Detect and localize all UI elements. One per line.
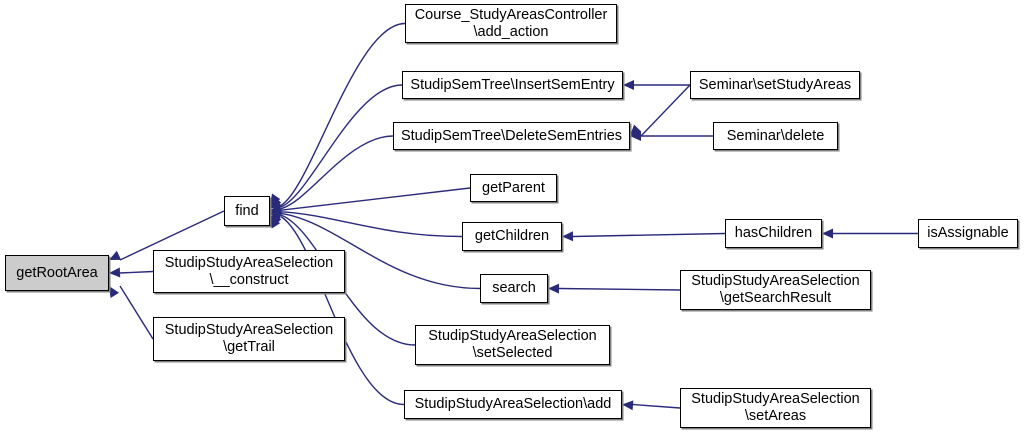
graph-node-getparent[interactable]: getParent [470,174,557,202]
edge-setstudyareas-to-deletesementries-arrowhead [630,124,642,136]
edge-gettrail-to-getrootarea-line [119,285,154,340]
graph-node-add_action[interactable]: Course_StudyAreasController \add_action [405,4,617,43]
edge-getsearchresult-to-search-arrowhead [548,283,560,294]
graph-node-setstudyareas[interactable]: Seminar\setStudyAreas [690,71,860,99]
graph-node-seminardelete[interactable]: Seminar\delete [713,122,838,150]
edge-setstudyareas-to-insertsementry-arrowhead [623,80,634,90]
graph-node-gettrail[interactable]: StudipStudyAreaSelection \getTrail [153,317,345,361]
edge-seminardelete-to-deletesementries-arrowhead [630,131,641,141]
edge-add-to-find-line [280,216,405,406]
graph-node-setareas[interactable]: StudipStudyAreaSelection \setAreas [680,388,871,428]
edge-isassignable-to-haschildren-arrowhead [822,228,833,239]
graph-node-getchildren[interactable]: getChildren [462,222,562,251]
edge-addaction-to-find-line [280,22,406,207]
edge-deletesementries-to-find-line [280,135,394,210]
graph-node-setselected[interactable]: StudipStudyAreaSelection \setSelected [415,325,610,365]
edge-haschildren-to-getchildren-arrowhead [562,231,574,242]
graph-node-search[interactable]: search [480,274,548,303]
graph-node-haschildren[interactable]: hasChildren [725,219,822,248]
graph-node-isassignable[interactable]: isAssignable [918,219,1018,248]
edge-construct-to-getrootarea-arrowhead [109,267,121,278]
edge-haschildren-to-getchildren-line [572,232,726,238]
edge-search-to-find-line [280,212,481,290]
graph-node-getrootarea[interactable]: getRootArea [5,255,109,291]
edge-find-to-getrootarea-line [119,210,225,261]
edge-setstudyareas-to-deletesementries-line [640,84,691,137]
graph-node-getsearchres[interactable]: StudipStudyAreaSelection \getSearchResul… [680,270,871,310]
edge-construct-to-getrootarea-line [119,270,154,274]
edge-getchildren-to-find-line [280,211,463,238]
edge-find-to-getrootarea-arrowhead [109,250,122,260]
edge-setareas-to-add-arrowhead [622,400,634,411]
graph-node-add[interactable]: StudipStudyAreaSelection\add [404,390,622,419]
edge-getparent-to-find-line [280,187,471,211]
graph-node-insertsem[interactable]: StudipSemTree\InsertSemEntry [402,71,623,99]
graph-node-construct[interactable]: StudipStudyAreaSelection \__construct [153,250,345,293]
graph-node-deletesem[interactable]: StudipSemTree\DeleteSemEntries [393,122,630,150]
edge-add-to-find-arrowhead [270,216,281,229]
edge-gettrail-to-getrootarea-arrowhead [109,286,120,298]
edge-insertsementry-to-find-line [280,84,403,208]
edge-setareas-to-add-line [632,403,681,409]
edge-getsearchresult-to-search-line [558,287,681,291]
graph-node-find[interactable]: find [224,196,270,226]
